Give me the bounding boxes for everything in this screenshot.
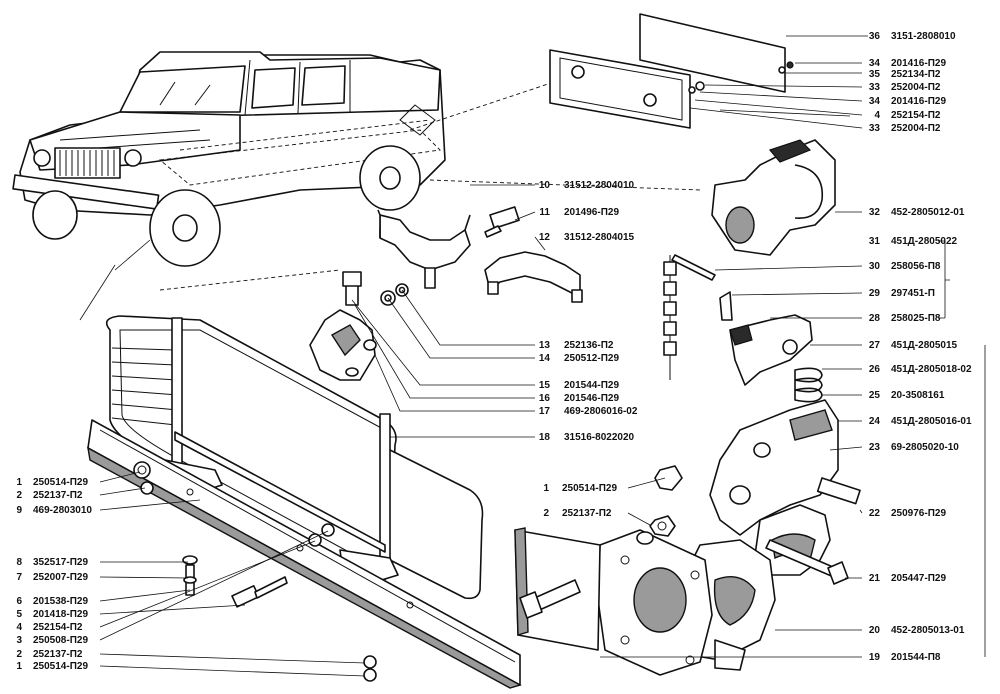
callout-number: 10 bbox=[539, 180, 551, 191]
callout-number: 26 bbox=[869, 364, 881, 375]
callout-number: 17 bbox=[539, 406, 551, 417]
callout-number: 1 bbox=[16, 661, 22, 672]
callout-number: 22 bbox=[869, 508, 881, 519]
callout-part-code: 250508-П29 bbox=[33, 635, 88, 646]
callout-number: 8 bbox=[16, 557, 22, 568]
callout-part-code: 258056-П8 bbox=[891, 261, 941, 272]
callout-number: 34 bbox=[869, 58, 881, 69]
callout-number: 28 bbox=[869, 313, 881, 324]
callout-number: 9 bbox=[16, 505, 22, 516]
callout-part-code: 252154-П2 bbox=[891, 110, 941, 121]
callout-number: 20 bbox=[869, 625, 881, 636]
callout-part-code: 252004-П2 bbox=[891, 82, 941, 93]
callout-number: 11 bbox=[539, 207, 550, 218]
callout-number: 35 bbox=[869, 69, 881, 80]
callout-part-code: 252137-П2 bbox=[562, 508, 612, 519]
callout-number: 2 bbox=[16, 649, 22, 660]
callout-number: 3 bbox=[16, 635, 22, 646]
callout-number: 33 bbox=[869, 82, 881, 93]
callout-number: 19 bbox=[869, 652, 881, 663]
plate-assembly bbox=[549, 13, 851, 129]
callout-part-code: 451Д-2805022 bbox=[891, 236, 958, 247]
callout-number: 32 bbox=[869, 207, 881, 218]
callout-part-code: 252004-П2 bbox=[891, 123, 941, 134]
callout-part-code: 31512-2804010 bbox=[564, 180, 635, 191]
callout-number: 16 bbox=[539, 393, 551, 404]
callout-number: 5 bbox=[16, 609, 22, 620]
bumper-beam bbox=[87, 419, 522, 689]
callout-part-code: 201418-П29 bbox=[33, 609, 88, 620]
callout-part-code: 201416-П29 bbox=[891, 96, 946, 107]
callout-part-code: 201416-П29 bbox=[891, 58, 946, 69]
callout-number: 12 bbox=[539, 232, 551, 243]
callout-number: 2 bbox=[16, 490, 22, 501]
callout-part-code: 252007-П29 bbox=[33, 572, 88, 583]
tow-hitch-assembly bbox=[514, 139, 861, 676]
callout-part-code: 201546-П29 bbox=[564, 393, 619, 404]
callout-part-code: 20-3508161 bbox=[891, 390, 945, 401]
callout-number: 27 bbox=[869, 340, 881, 351]
callout-part-code: 252136-П2 bbox=[564, 340, 614, 351]
leader-lines bbox=[99, 35, 986, 677]
callout-part-code: 201544-П8 bbox=[891, 652, 941, 663]
callout-part-code: 31512-2804015 bbox=[564, 232, 635, 243]
callout-part-code: 250512-П29 bbox=[564, 353, 619, 364]
callout-part-code: 352517-П29 bbox=[33, 557, 88, 568]
callout-part-code: 201538-П29 bbox=[33, 596, 88, 607]
callout-number: 33 bbox=[869, 123, 881, 134]
callout-number: 4 bbox=[874, 110, 880, 121]
callout-part-code: 69-2805020-10 bbox=[891, 442, 959, 453]
callout-part-code: 201544-П29 bbox=[564, 380, 619, 391]
callout-number: 1 bbox=[16, 477, 22, 488]
vehicle-illustration bbox=[12, 51, 701, 321]
callout-part-code: 252137-П2 bbox=[33, 490, 83, 501]
callout-number: 34 bbox=[869, 96, 881, 107]
callout-part-code: 205447-П29 bbox=[891, 573, 946, 584]
callout-part-code: 252137-П2 bbox=[33, 649, 83, 660]
callout-number: 36 bbox=[869, 31, 881, 42]
callout-number: 14 bbox=[539, 353, 551, 364]
callout-number: 7 bbox=[16, 572, 22, 583]
callout-part-code: 469-2806016-02 bbox=[564, 406, 638, 417]
callout-part-code: 297451-П bbox=[891, 288, 935, 299]
callout-part-code: 250976-П29 bbox=[891, 508, 946, 519]
callout-part-code: 451Д-2805015 bbox=[891, 340, 958, 351]
callout-number: 18 bbox=[539, 432, 551, 443]
callout-part-code: 250514-П29 bbox=[33, 661, 88, 672]
callout-number: 1 bbox=[543, 483, 549, 494]
callout-part-code: 451Д-2805016-01 bbox=[891, 416, 972, 427]
callout-part-code: 452-2805012-01 bbox=[891, 207, 965, 218]
callout-part-code: 3151-2808010 bbox=[891, 31, 956, 42]
callout-part-code: 31516-8022020 bbox=[564, 432, 635, 443]
callout-part-code: 201496-П29 bbox=[564, 207, 619, 218]
callout-part-code: 250514-П29 bbox=[562, 483, 617, 494]
callout-part-code: 250514-П29 bbox=[33, 477, 88, 488]
callout-number: 13 bbox=[539, 340, 551, 351]
mounting-brackets bbox=[309, 206, 583, 381]
callout-part-code: 252134-П2 bbox=[891, 69, 941, 80]
callout-number: 6 bbox=[16, 596, 22, 607]
callout-number: 25 bbox=[869, 390, 881, 401]
callout-number: 2 bbox=[543, 508, 549, 519]
callout-number: 24 bbox=[869, 416, 881, 427]
callout-number: 21 bbox=[869, 573, 881, 584]
callout-part-code: 469-2803010 bbox=[33, 505, 92, 516]
callout-number: 31 bbox=[869, 236, 881, 247]
callout-number: 4 bbox=[16, 622, 22, 633]
callout-number: 23 bbox=[869, 442, 881, 453]
callout-number: 29 bbox=[869, 288, 881, 299]
callout-number: 15 bbox=[539, 380, 551, 391]
callout-part-code: 252154-П2 bbox=[33, 622, 83, 633]
callout-part-code: 451Д-2805018-02 bbox=[891, 364, 972, 375]
callout-part-code: 452-2805013-01 bbox=[891, 625, 965, 636]
callout-part-code: 258025-П8 bbox=[891, 313, 941, 324]
callout-number: 30 bbox=[869, 261, 881, 272]
